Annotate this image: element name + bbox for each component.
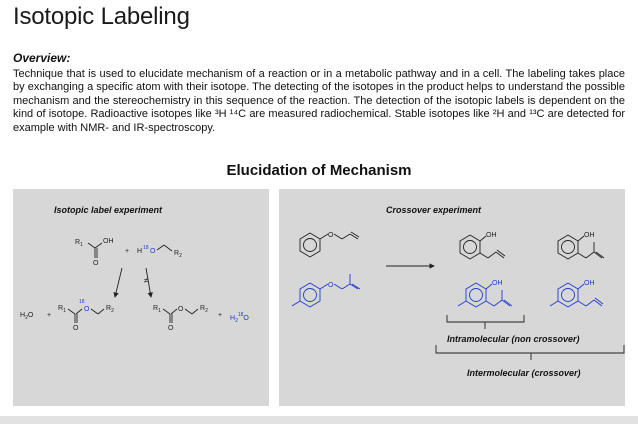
arrow-left-path bbox=[113, 267, 123, 298]
intermolecular-bracket bbox=[435, 345, 625, 360]
product-methyl-allylphenol bbox=[549, 282, 604, 308]
ester2-r1-label: R1 bbox=[153, 305, 161, 314]
alcohol-r2-label: R2 bbox=[174, 250, 182, 259]
carboxylic-acid-molecule bbox=[87, 242, 103, 258]
productA-oh-label: OH bbox=[486, 232, 497, 239]
acid-o-label: O bbox=[93, 260, 99, 267]
plus-sign-2: + bbox=[47, 312, 51, 319]
ether1-o-label: O bbox=[328, 232, 334, 239]
intramolecular-bracket bbox=[446, 315, 525, 329]
crossover-heading: Crossover experiment bbox=[386, 205, 482, 215]
acid-oh-label: OH bbox=[103, 238, 114, 245]
overview-text: Technique that is used to elucidate mech… bbox=[13, 68, 625, 134]
section-title: Elucidation of Mechanism bbox=[226, 162, 412, 179]
allyl-phenyl-ether bbox=[299, 231, 360, 258]
not-equal-sign: ≠ bbox=[144, 276, 149, 285]
product-methallylphenol bbox=[557, 234, 605, 260]
productB-oh-label: OH bbox=[584, 232, 595, 239]
isotopic-label-panel: Isotopic label experiment bbox=[13, 189, 269, 406]
ester2-o-label: O bbox=[178, 306, 184, 313]
ester1-o-label: O bbox=[84, 306, 90, 313]
product-methyl-methallylphenol bbox=[457, 282, 513, 308]
water-label-right: H218O bbox=[230, 312, 249, 324]
ester1-carbonyl-o: O bbox=[73, 325, 79, 332]
crossover-panel: Crossover experiment bbox=[279, 189, 625, 406]
product-allylphenol bbox=[459, 234, 506, 260]
productC-oh-label: OH bbox=[492, 280, 503, 287]
isotopic-label-heading: Isotopic label experiment bbox=[54, 205, 163, 215]
plus-sign-1: + bbox=[125, 248, 129, 255]
productD-oh-label: OH bbox=[584, 280, 595, 287]
page-title: Isotopic Labeling bbox=[13, 3, 190, 30]
ether2-o-label: O bbox=[328, 282, 334, 289]
alcohol-h-label: H bbox=[137, 248, 142, 255]
water-label-left: H2O bbox=[20, 312, 34, 321]
alcohol-chain bbox=[156, 244, 173, 252]
alcohol-iso-label: 18 bbox=[143, 245, 149, 251]
intermolecular-label: Intermolecular (crossover) bbox=[467, 368, 581, 378]
ester2-bonds bbox=[162, 308, 199, 323]
overview-heading: Overview: bbox=[13, 51, 71, 65]
methyl-allyl-aryl-ether bbox=[291, 274, 361, 308]
footer-bar bbox=[0, 416, 638, 424]
alcohol-o-label: O bbox=[150, 248, 156, 255]
ester1-r2-label: R2 bbox=[106, 305, 114, 314]
plus-sign-3: + bbox=[218, 312, 222, 319]
ester1-bonds bbox=[67, 308, 105, 323]
acid-r1-label: R1 bbox=[75, 239, 83, 248]
ester2-r2-label: R2 bbox=[200, 305, 208, 314]
arrow-right-path bbox=[145, 267, 153, 298]
ester1-iso-label: 18 bbox=[79, 299, 85, 305]
intramolecular-label: Intramolecular (non crossover) bbox=[447, 334, 580, 344]
ester1-r1-label: R1 bbox=[58, 305, 66, 314]
ester2-carbonyl-o: O bbox=[168, 325, 174, 332]
